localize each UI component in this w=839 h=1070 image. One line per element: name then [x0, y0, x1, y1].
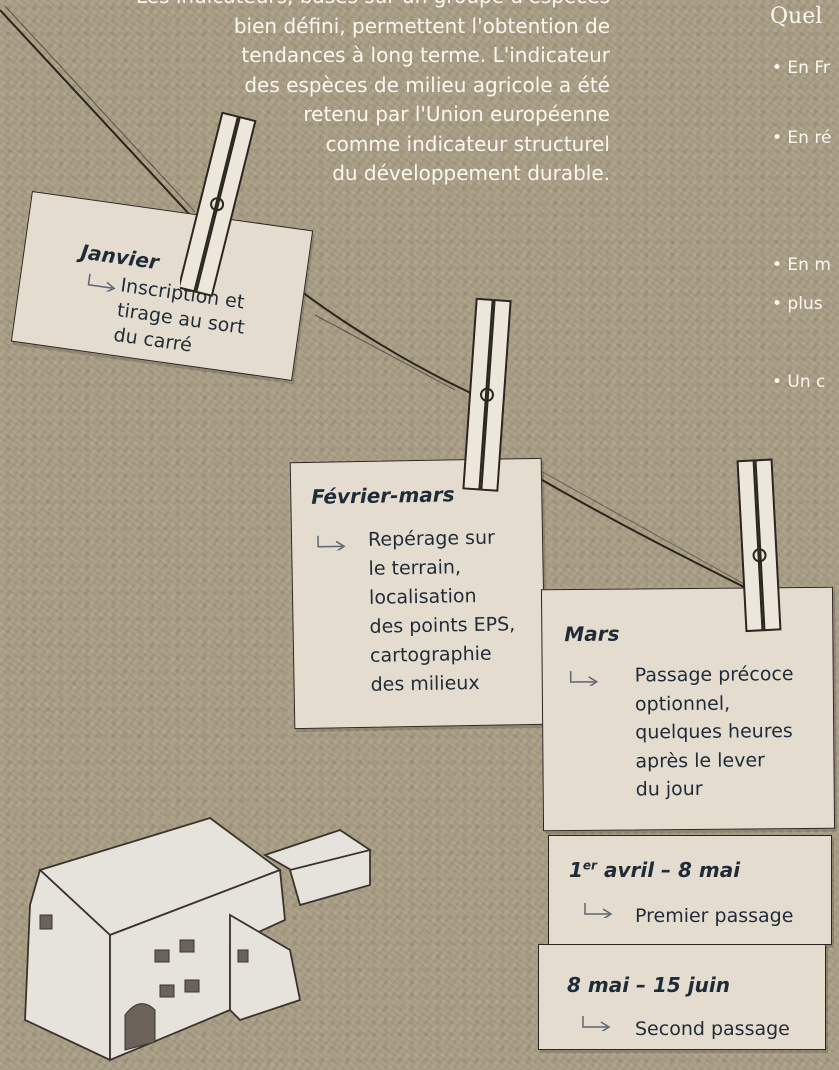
card-body-line: Passage précoce — [635, 660, 794, 690]
card-body: Passage précoce optionnel, quelques heur… — [635, 660, 795, 804]
arrow-icon — [316, 534, 346, 551]
card-body-line: quelques heures — [635, 717, 794, 747]
card-body-line: le terrain, — [368, 552, 514, 584]
card-title: Janvier — [79, 240, 160, 275]
clothespin-icon — [180, 110, 260, 300]
card-body-line: Repérage sur — [368, 523, 514, 555]
card-title: 1er avril – 8 mai — [569, 858, 740, 882]
card-body-line: des milieux — [370, 668, 516, 700]
card-body: Second passage — [635, 1015, 790, 1043]
card-body-line: Second passage — [635, 1015, 790, 1043]
card-body-line: Premier passage — [635, 902, 793, 930]
card-body-line: optionnel, — [635, 689, 794, 719]
card-title: Mars — [564, 622, 619, 646]
card-body-line: localisation — [369, 581, 515, 613]
card-mai-juin: 8 mai – 15 juin Second passage — [538, 944, 826, 1050]
card-fevrier-mars: Février-mars Repérage sur le terrain, lo… — [290, 458, 547, 729]
card-body-line: cartographie — [370, 639, 516, 671]
card-body-line: après le lever — [635, 746, 794, 776]
card-body-line: du jour — [636, 774, 795, 804]
card-body: Repérage sur le terrain, localisation de… — [368, 523, 517, 700]
card-title: 8 mai – 15 juin — [567, 973, 730, 997]
card-title-number: 1 — [569, 858, 583, 882]
card-title: Février-mars — [311, 482, 455, 508]
card-title-rest: avril – 8 mai — [597, 858, 740, 882]
arrow-icon — [569, 670, 599, 686]
arrow-icon — [581, 1015, 611, 1031]
arrow-icon — [583, 902, 613, 918]
card-body: Premier passage — [635, 902, 793, 930]
card-body-line: des points EPS, — [369, 610, 515, 642]
clothespin-icon — [455, 295, 525, 495]
clothespin-icon — [730, 455, 800, 635]
card-title-sup: er — [583, 858, 597, 872]
arrow-icon — [86, 273, 118, 293]
farmhouse-illustration — [0, 810, 380, 1070]
card-avril-mai: 1er avril – 8 mai Premier passage — [548, 835, 832, 945]
